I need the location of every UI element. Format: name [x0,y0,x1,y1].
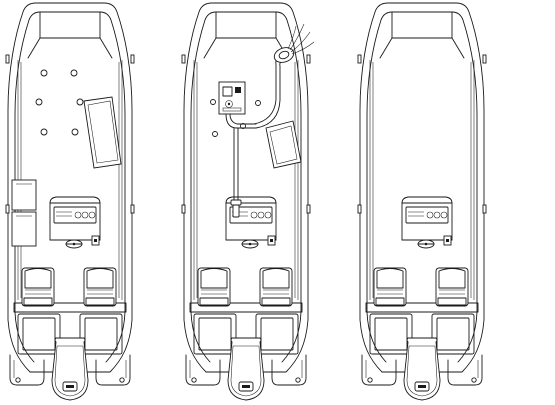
deck-hatch-group [35,69,84,136]
control-box [218,81,246,115]
hull-view-1 [5,2,135,401]
hull-view-3 [357,2,487,401]
hull-view-2 [181,2,315,401]
deck-locker [83,96,122,169]
cable-inlet [273,47,295,63]
storage-boxes [11,179,37,247]
